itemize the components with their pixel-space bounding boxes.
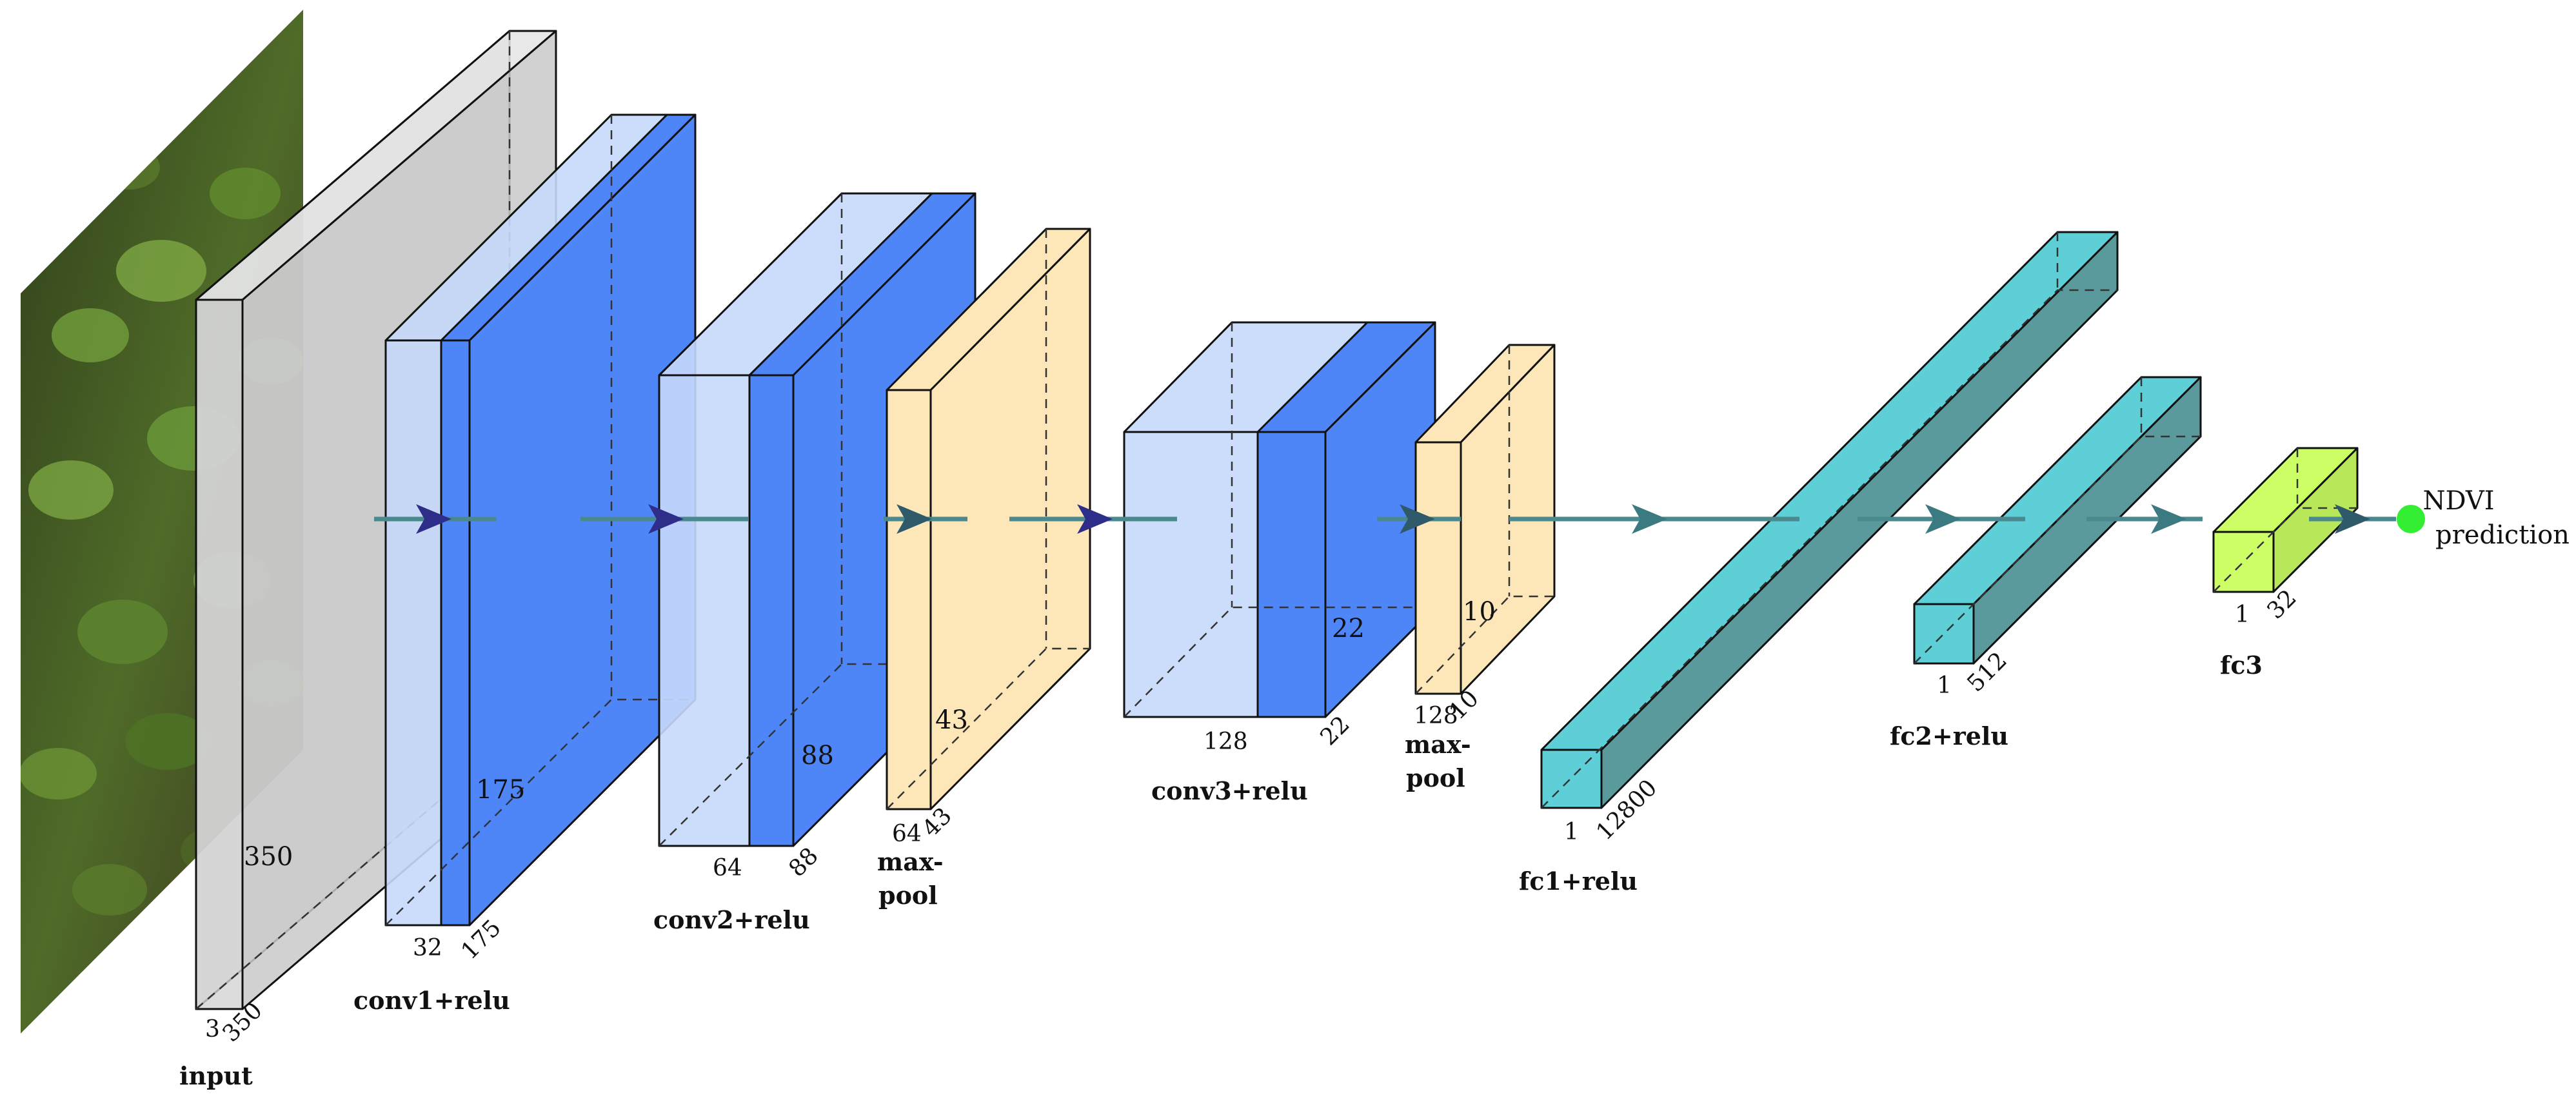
arrowhead <box>897 504 932 534</box>
arrowhead <box>1925 504 1961 534</box>
conv3-depth-label: 128 <box>1204 729 1248 755</box>
fc1-depth-label: 1 <box>1564 819 1579 845</box>
conv3-height-label: 22 <box>1332 614 1365 643</box>
output-label-line2: prediction <box>2435 520 2570 550</box>
conv3-caption: conv3+relu <box>1151 776 1308 805</box>
conv2-width-label: 88 <box>784 843 823 882</box>
pool2-block <box>1414 344 1556 695</box>
flow-arrowheads <box>416 504 2370 534</box>
conv1-depth-label: 32 <box>413 935 442 961</box>
pool2-caption-line2: pool <box>1406 763 1465 792</box>
conv1-height-label: 175 <box>476 775 525 805</box>
conv1-block <box>384 113 697 926</box>
input-depth-label: 3 <box>205 1016 220 1043</box>
pool2-depth-label: 128 <box>1414 703 1458 729</box>
output-label-line1: NDVI <box>2422 486 2494 516</box>
input-height-label: 350 <box>244 842 293 872</box>
fc3-caption: fc3 <box>2220 651 2263 680</box>
conv2-depth-label: 64 <box>713 855 742 881</box>
pool1-depth-label: 64 <box>892 821 922 847</box>
conv1-caption: conv1+relu <box>353 986 510 1015</box>
arrowhead <box>648 504 684 534</box>
arrowhead <box>2151 504 2186 534</box>
pool2-height-label: 10 <box>1463 597 1496 627</box>
fc2-depth-label: 1 <box>1937 672 1952 699</box>
conv2-height-label: 88 <box>801 741 834 770</box>
arrowhead <box>2335 504 2370 534</box>
fc1-caption: fc1+relu <box>1519 867 1638 896</box>
fc3-depth-label: 1 <box>2235 602 2250 628</box>
arrowhead <box>1077 504 1113 534</box>
input-caption: input <box>179 1061 253 1090</box>
pool1-caption-line1: max- <box>877 847 944 876</box>
pool2-caption-line1: max- <box>1405 730 1471 759</box>
arrowhead <box>1400 504 1435 534</box>
arrowhead <box>416 504 451 534</box>
output-dot <box>2397 505 2425 533</box>
fc2-caption: fc2+relu <box>1890 721 2008 750</box>
conv3-block <box>1123 321 1436 718</box>
pool1-height-label: 43 <box>935 705 968 735</box>
conv2-caption: conv2+relu <box>653 905 810 934</box>
pool1-caption-line2: pool <box>878 881 938 910</box>
arrowhead <box>1632 504 1667 534</box>
